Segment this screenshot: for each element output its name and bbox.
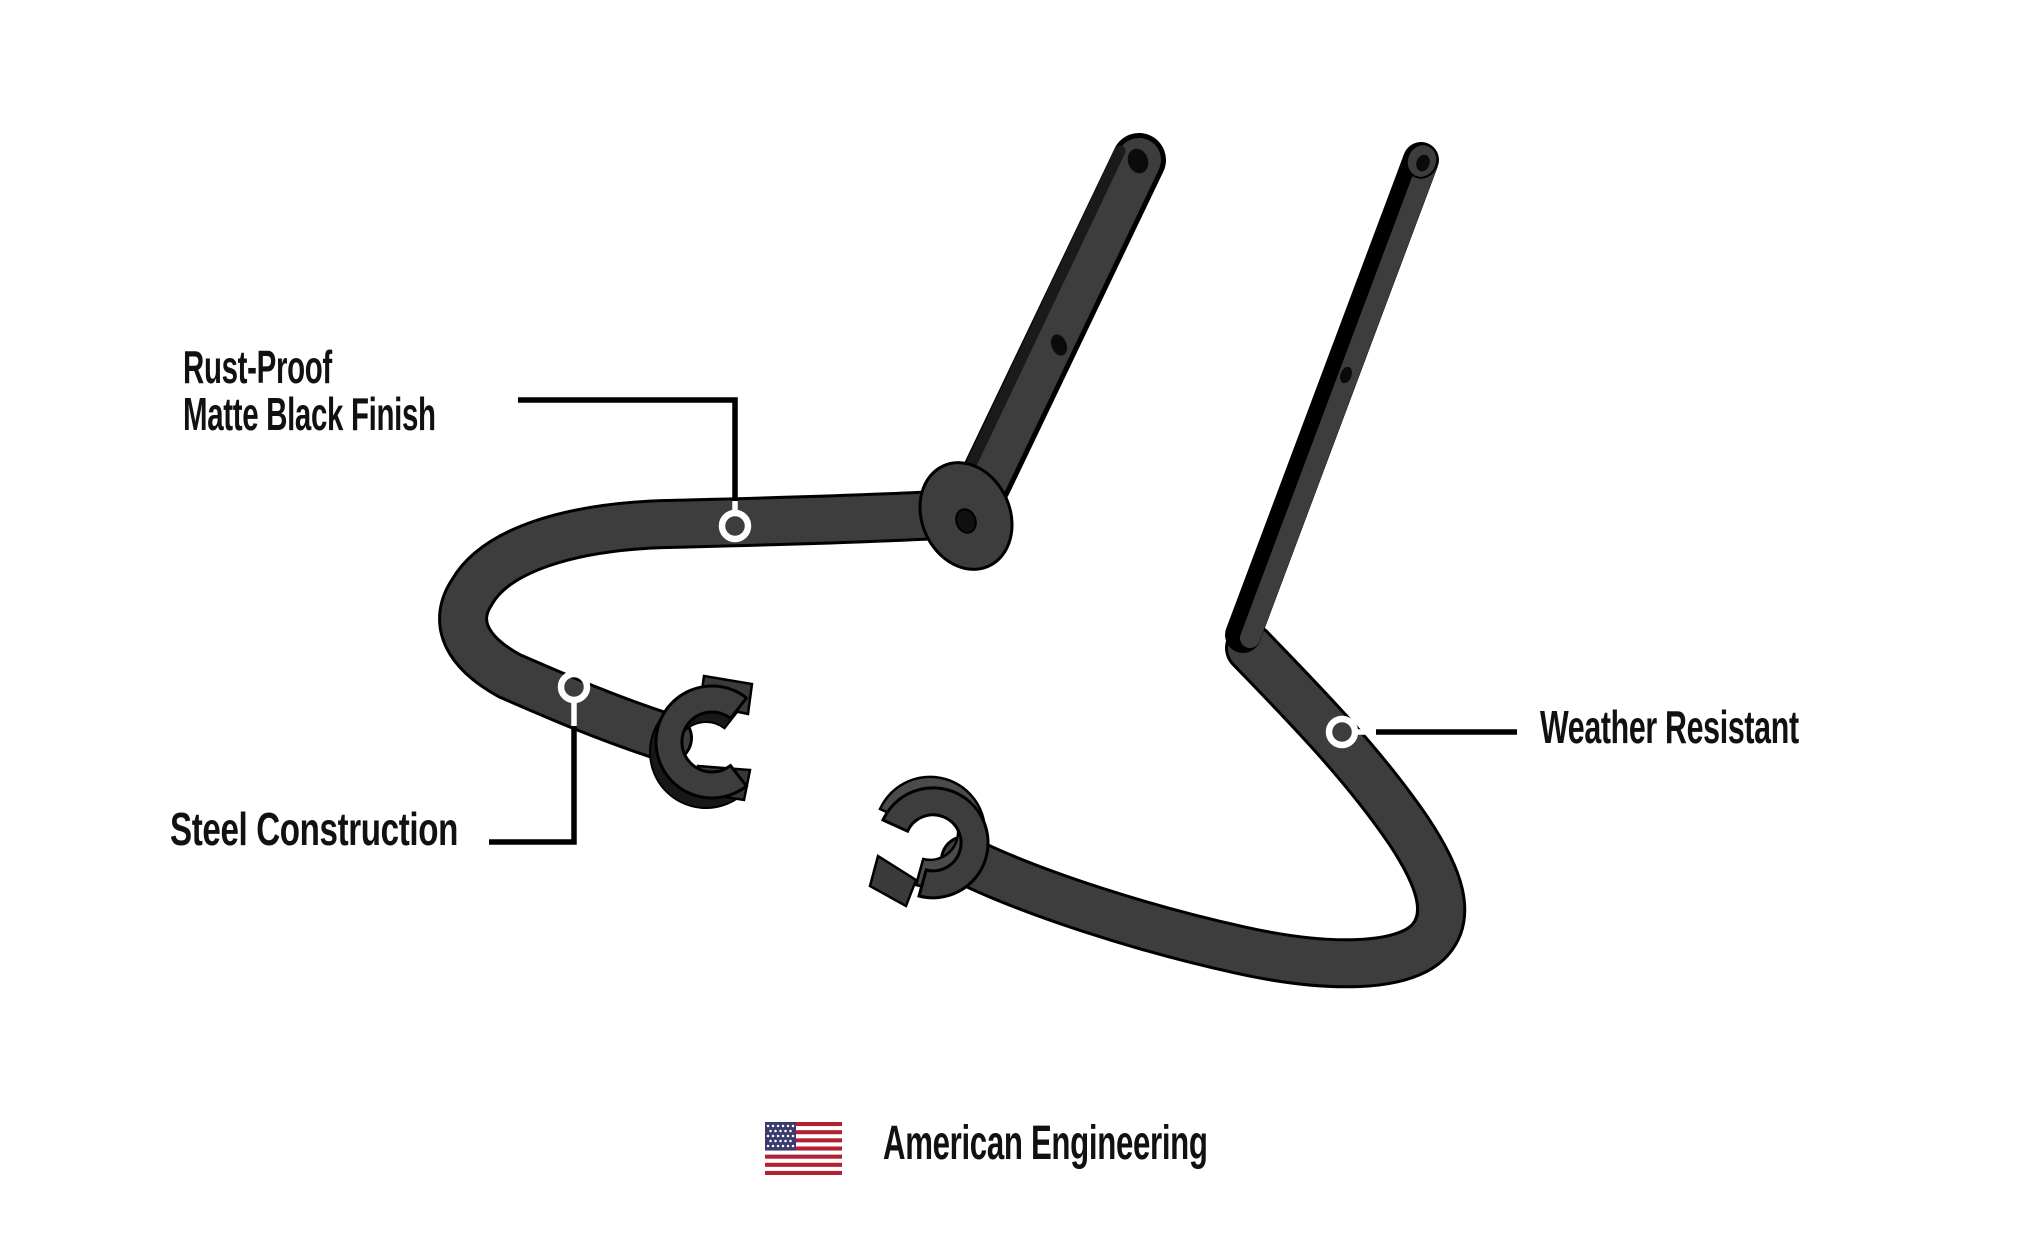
steel-leader-line [489, 724, 577, 845]
left-strap-face [963, 138, 1161, 504]
callout-label-finish: Rust-Proof Matte Black Finish [183, 344, 436, 438]
left-strap-top-hole [1127, 148, 1149, 174]
right-strap-mid-hole [1340, 366, 1352, 384]
callout-weather-leader [1325, 715, 1517, 749]
weather-marker-ring [1325, 715, 1359, 749]
flag-canton [765, 1122, 796, 1151]
us-flag-icon [765, 1122, 842, 1175]
callout-finish-leader [518, 397, 752, 543]
left-strap-pivot-hole [955, 508, 977, 534]
finish-marker-ring [718, 509, 752, 543]
callout-label-weather: Weather Resistant [1540, 704, 1799, 751]
callout-weather-line1: Weather Resistant [1540, 701, 1799, 753]
callout-steel-leader [489, 670, 591, 845]
right-bracket-tube [943, 626, 1464, 986]
right-strap-top-hole [1416, 154, 1430, 172]
flag-stars [766, 1124, 795, 1148]
callout-steel-line1: Steel Construction [170, 803, 458, 855]
left-bracket [438, 133, 1166, 809]
left-strap-mid-hole [1050, 334, 1068, 356]
right-bracket [868, 142, 1467, 989]
flag-stripes [765, 1126, 842, 1171]
callout-label-steel: Steel Construction [170, 806, 458, 853]
finish-leader-line [518, 397, 738, 503]
left-clamp [654, 684, 749, 800]
callout-finish-line2: Matte Black Finish [183, 388, 436, 440]
left-strap-edge [952, 145, 1126, 498]
right-clamp-lower-face [868, 854, 918, 908]
steel-marker-ring [557, 670, 591, 704]
right-strap-face [1240, 153, 1438, 648]
left-bracket-tube [441, 493, 960, 760]
right-clamp [881, 786, 990, 900]
footer-tagline: American Engineering [883, 1117, 1208, 1170]
callout-finish-line1: Rust-Proof [183, 341, 332, 393]
